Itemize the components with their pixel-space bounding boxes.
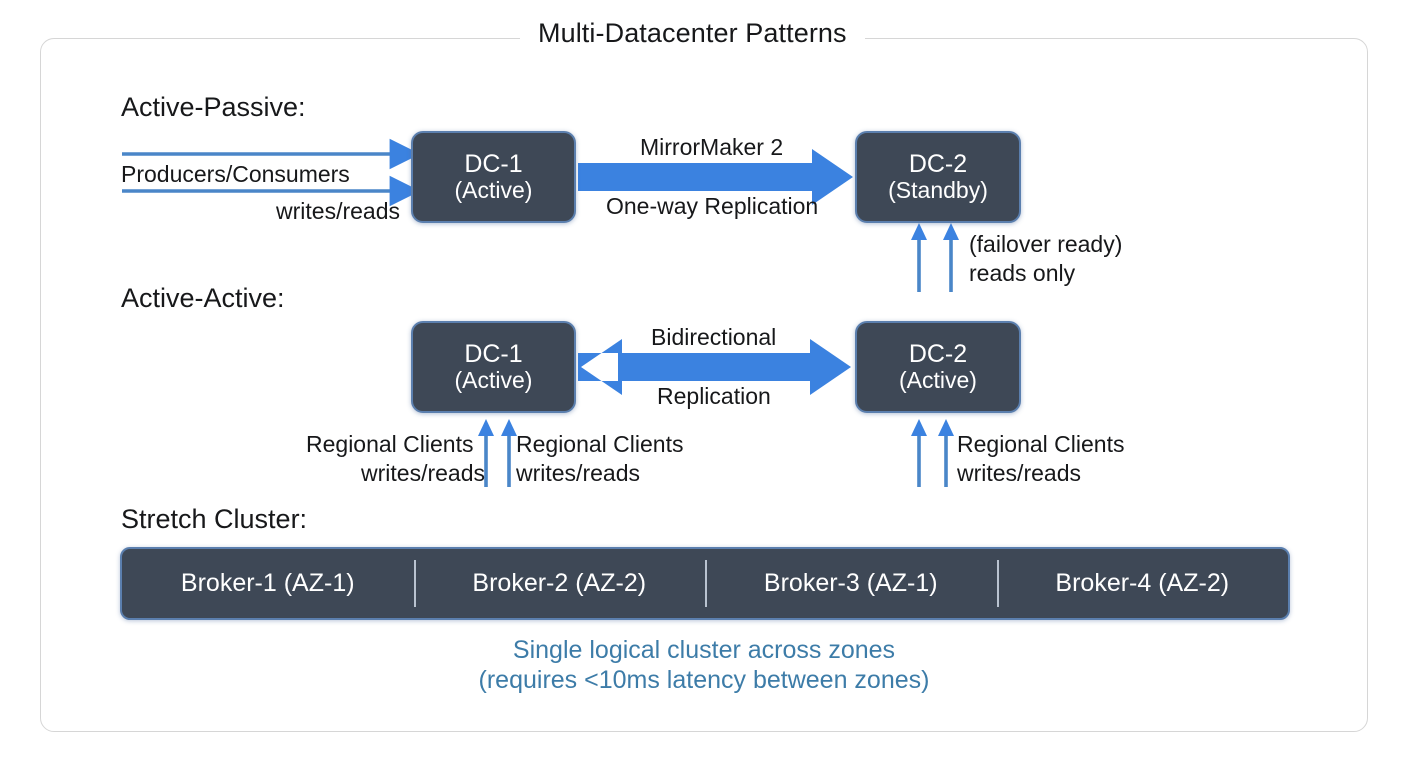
ap-link-label-above: MirrorMaker 2 xyxy=(640,134,784,160)
stretch-caption-line2: (requires <10ms latency between zones) xyxy=(478,666,930,694)
node-name: DC-1 xyxy=(464,150,523,179)
ap-client-label-line2: writes/reads xyxy=(276,198,400,224)
ap-client-label-line1: Producers/Consumers xyxy=(121,161,350,187)
node-dc2-active-passive[interactable]: DC-2 (Standby) xyxy=(855,131,1021,223)
node-name: DC-2 xyxy=(908,340,968,369)
node-state: (Standby) xyxy=(888,177,988,204)
node-name: DC-2 xyxy=(908,150,968,179)
node-dc1-active-passive[interactable]: DC-1 (Active) xyxy=(411,131,576,223)
node-state: (Active) xyxy=(454,177,533,204)
node-name: DC-1 xyxy=(464,340,523,369)
section-label-active-passive: Active-Passive: xyxy=(121,92,306,122)
aa-left-clients-line1: Regional Clients xyxy=(306,431,474,457)
node-dc1-active-active[interactable]: DC-1 (Active) xyxy=(411,321,576,413)
ap-standby-note-line2: reads only xyxy=(969,260,1076,286)
ap-standby-note-line1: (failover ready) xyxy=(969,231,1123,257)
node-dc2-active-active[interactable]: DC-2 (Active) xyxy=(855,321,1021,413)
aa-mid-clients-line2: writes/reads xyxy=(516,460,640,486)
page-title: Multi-Datacenter Patterns xyxy=(520,18,865,49)
aa-left-clients-line2: writes/reads xyxy=(361,460,485,486)
aa-link-label-above: Bidirectional xyxy=(651,324,777,350)
node-state: (Active) xyxy=(454,367,533,394)
ap-link-label-below: One-way Replication xyxy=(606,193,819,219)
section-label-active-active: Active-Active: xyxy=(121,283,285,313)
stretch-cluster-bar: Broker-1 (AZ-1) Broker-2 (AZ-2) Broker-3… xyxy=(120,547,1290,620)
node-state: (Active) xyxy=(899,367,977,394)
stretch-caption-line1: Single logical cluster across zones xyxy=(512,636,896,664)
broker-cell[interactable]: Broker-1 (AZ-1) xyxy=(180,569,355,597)
section-label-stretch-cluster: Stretch Cluster: xyxy=(121,504,308,534)
broker-cell[interactable]: Broker-4 (AZ-2) xyxy=(996,549,1289,618)
broker-cell[interactable]: Broker-3 (AZ-1) xyxy=(705,549,997,618)
broker-cell[interactable]: Broker-2 (AZ-2) xyxy=(413,549,706,618)
aa-right-clients-line2: writes/reads xyxy=(957,460,1081,486)
aa-right-clients-line1: Regional Clients xyxy=(957,431,1125,457)
aa-mid-clients-line1: Regional Clients xyxy=(516,431,684,457)
aa-link-label-below: Replication xyxy=(657,383,771,409)
